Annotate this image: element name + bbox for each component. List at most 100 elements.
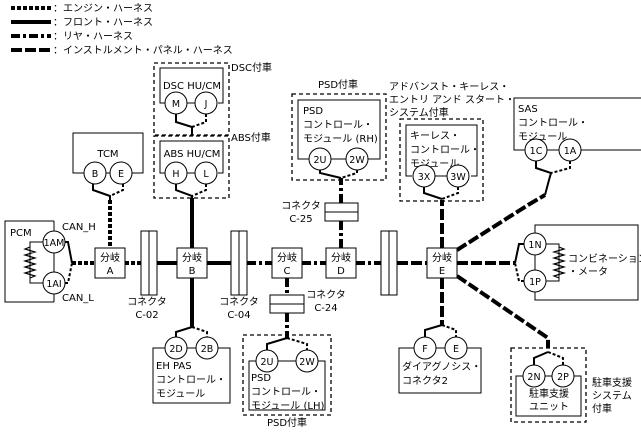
- keyless-option-line2: エントリ アンド スタート・: [389, 94, 515, 106]
- junction-d: 分岐 D: [325, 247, 357, 279]
- dlc-line2: コネクタ2: [402, 375, 448, 387]
- parking-line1: 駐車支援: [529, 387, 569, 400]
- meter-pin-1p: 1P: [529, 277, 541, 288]
- connector-c24-label: コネクタ: [306, 289, 346, 301]
- parking-option-line1: 駐車支援: [592, 376, 632, 389]
- psd-rh-line1: PSD: [303, 106, 323, 117]
- ehpas-pin-2b: 2B: [201, 344, 214, 355]
- parking-option-line2: システム: [592, 390, 632, 402]
- parking-pin-2n: 2N: [527, 372, 540, 383]
- module-meter: 1N 1P コンビネーション ・メータ: [514, 224, 641, 301]
- dsc-name: DSC HU/CM: [163, 81, 221, 92]
- keyless-option-line1: アドバンスト・キーレス・: [389, 81, 509, 93]
- connector-c04-label: コネクタ: [219, 296, 259, 308]
- connector-instrument: [380, 230, 398, 296]
- module-dlc: F E ダイアグノシス・ コネクタ2: [398, 324, 482, 394]
- pcm-pin-1am: 1AM: [44, 238, 65, 249]
- parking-option-line3: 付車: [592, 402, 612, 415]
- legend-engine-label: ：エンジン・ハーネス: [53, 3, 153, 15]
- ehpas-line1: EH PAS: [156, 361, 192, 372]
- meter-line2: ・メータ: [568, 266, 608, 278]
- abs-pin-l: L: [203, 169, 209, 180]
- dlc-line1: ダイアグノシス・: [402, 360, 481, 373]
- tcm-name: TCM: [96, 149, 118, 160]
- sas-line3: モジュール: [518, 132, 567, 143]
- module-keyless: アドバンスト・キーレス・ エントリ アンド スタート・ システム付車 キーレス・…: [389, 81, 515, 202]
- junction-b-label: 分岐: [182, 251, 202, 264]
- tcm-pin-e: E: [118, 169, 124, 180]
- dsc-option-label: DSC付車: [231, 61, 272, 74]
- connector-c24: コネクタ C-24: [269, 289, 346, 314]
- ehpas-line2: コントロール・: [156, 375, 226, 386]
- keyless-option-line3: システム付車: [389, 106, 449, 119]
- ehpas-line3: モジュール: [156, 389, 205, 400]
- psd-rh-line2: コントロール・: [303, 120, 373, 131]
- abs-pin-h: H: [172, 169, 179, 180]
- dlc-pin-e: E: [453, 344, 459, 355]
- keyless-line2: コントロール・: [410, 145, 480, 156]
- bus-wires: [72, 178, 550, 348]
- connector-c25-id: C-25: [289, 214, 312, 225]
- wire-e-parking: [455, 274, 550, 348]
- junction-e-label: 分岐: [432, 251, 452, 264]
- psd-rh-line3: モジュール (RH): [303, 134, 378, 145]
- abs-option-label: ABS付車: [231, 131, 271, 144]
- connector-c02: コネクタ C-02: [127, 230, 167, 321]
- connector-c04: コネクタ C-04: [219, 230, 259, 321]
- module-pcm: PCM 1AM 1AI CAN_H CAN_L: [4, 220, 96, 304]
- junction-e: 分岐 E: [426, 247, 458, 279]
- module-psd-lh: PSD コントロール・ モジュール (LH) 2U 2W PSD付車: [242, 334, 332, 429]
- junction-b: 分岐 B: [176, 247, 208, 279]
- connector-c02-label: コネクタ: [127, 296, 167, 308]
- psd-lh-option-label: PSD付車: [267, 416, 307, 429]
- junction-a-label: 分岐: [100, 251, 120, 264]
- legend-front-label: ：フロント・ハーネス: [53, 17, 153, 29]
- module-parking: 2N 2P 駐車支援 ユニット 駐車支援 システム 付車: [510, 347, 632, 423]
- psd-lh-pin-2u: 2U: [261, 357, 274, 368]
- keyless-line3: モジュール: [410, 159, 459, 170]
- connector-c24-id: C-24: [314, 303, 337, 314]
- dlc-pin-f: F: [422, 344, 427, 355]
- connector-c25: コネクタ C-25: [281, 200, 359, 225]
- meter-pin-1n: 1N: [528, 240, 541, 251]
- sas-pin-1a: 1A: [564, 146, 577, 157]
- psd-lh-line3: モジュール (LH): [251, 401, 324, 412]
- sas-line2: コントロール・: [518, 118, 588, 129]
- dsc-pin-j: J: [204, 99, 208, 110]
- junction-b-id: B: [189, 266, 196, 277]
- legend-rear-label: ：リヤ・ハーネス: [53, 31, 133, 43]
- junction-a: 分岐 A: [94, 247, 126, 279]
- sas-pin-1c: 1C: [530, 146, 543, 157]
- module-psd-rh: PSD付車 PSD コントロール・ モジュール (RH) 2U 2W: [291, 78, 387, 181]
- psd-lh-line2: コントロール・: [251, 387, 321, 398]
- junction-d-label: 分岐: [331, 251, 351, 264]
- psd-rh-pin-2w: 2W: [349, 155, 365, 166]
- legend: ：エンジン・ハーネス ：フロント・ハーネス ：リヤ・ハーネス ：インストルメント…: [11, 3, 233, 57]
- connector-c02-id: C-02: [135, 310, 158, 321]
- junction-d-id: D: [337, 266, 345, 277]
- module-abs: ABS HU/CM H L ABS付車: [153, 131, 271, 200]
- junction-a-id: A: [107, 266, 114, 277]
- legend-instrument-label: ：インストルメント・パネル・ハーネス: [53, 45, 233, 57]
- pcm-name: PCM: [10, 228, 32, 239]
- module-ehpas: EH PAS コントロール・ モジュール 2D 2B: [152, 326, 231, 404]
- pcm-pin-1ai: 1AI: [46, 279, 61, 290]
- parking-pin-2p: 2P: [557, 372, 569, 383]
- keyless-pin-3x: 3X: [418, 172, 431, 183]
- psd-rh-pin-2u: 2U: [314, 155, 327, 166]
- psd-lh-line1: PSD: [251, 373, 271, 384]
- psd-lh-pin-2w: 2W: [299, 357, 315, 368]
- ehpas-pin-2d: 2D: [169, 344, 182, 355]
- module-sas: SAS コントロール・ モジュール 1C 1A: [513, 97, 641, 196]
- keyless-line1: キーレス・: [410, 131, 460, 142]
- dsc-pin-m: M: [172, 99, 180, 110]
- module-dsc: DSC HU/CM M J DSC付車: [153, 61, 272, 136]
- psd-rh-option-label: PSD付車: [318, 78, 358, 91]
- connector-c04-id: C-04: [227, 310, 250, 321]
- pcm-can-l-label: CAN_L: [62, 293, 94, 304]
- junction-c-label: 分岐: [277, 251, 297, 264]
- wire-e-sas: [455, 193, 547, 252]
- abs-name: ABS HU/CM: [164, 149, 221, 160]
- meter-line1: コンビネーション: [568, 253, 641, 265]
